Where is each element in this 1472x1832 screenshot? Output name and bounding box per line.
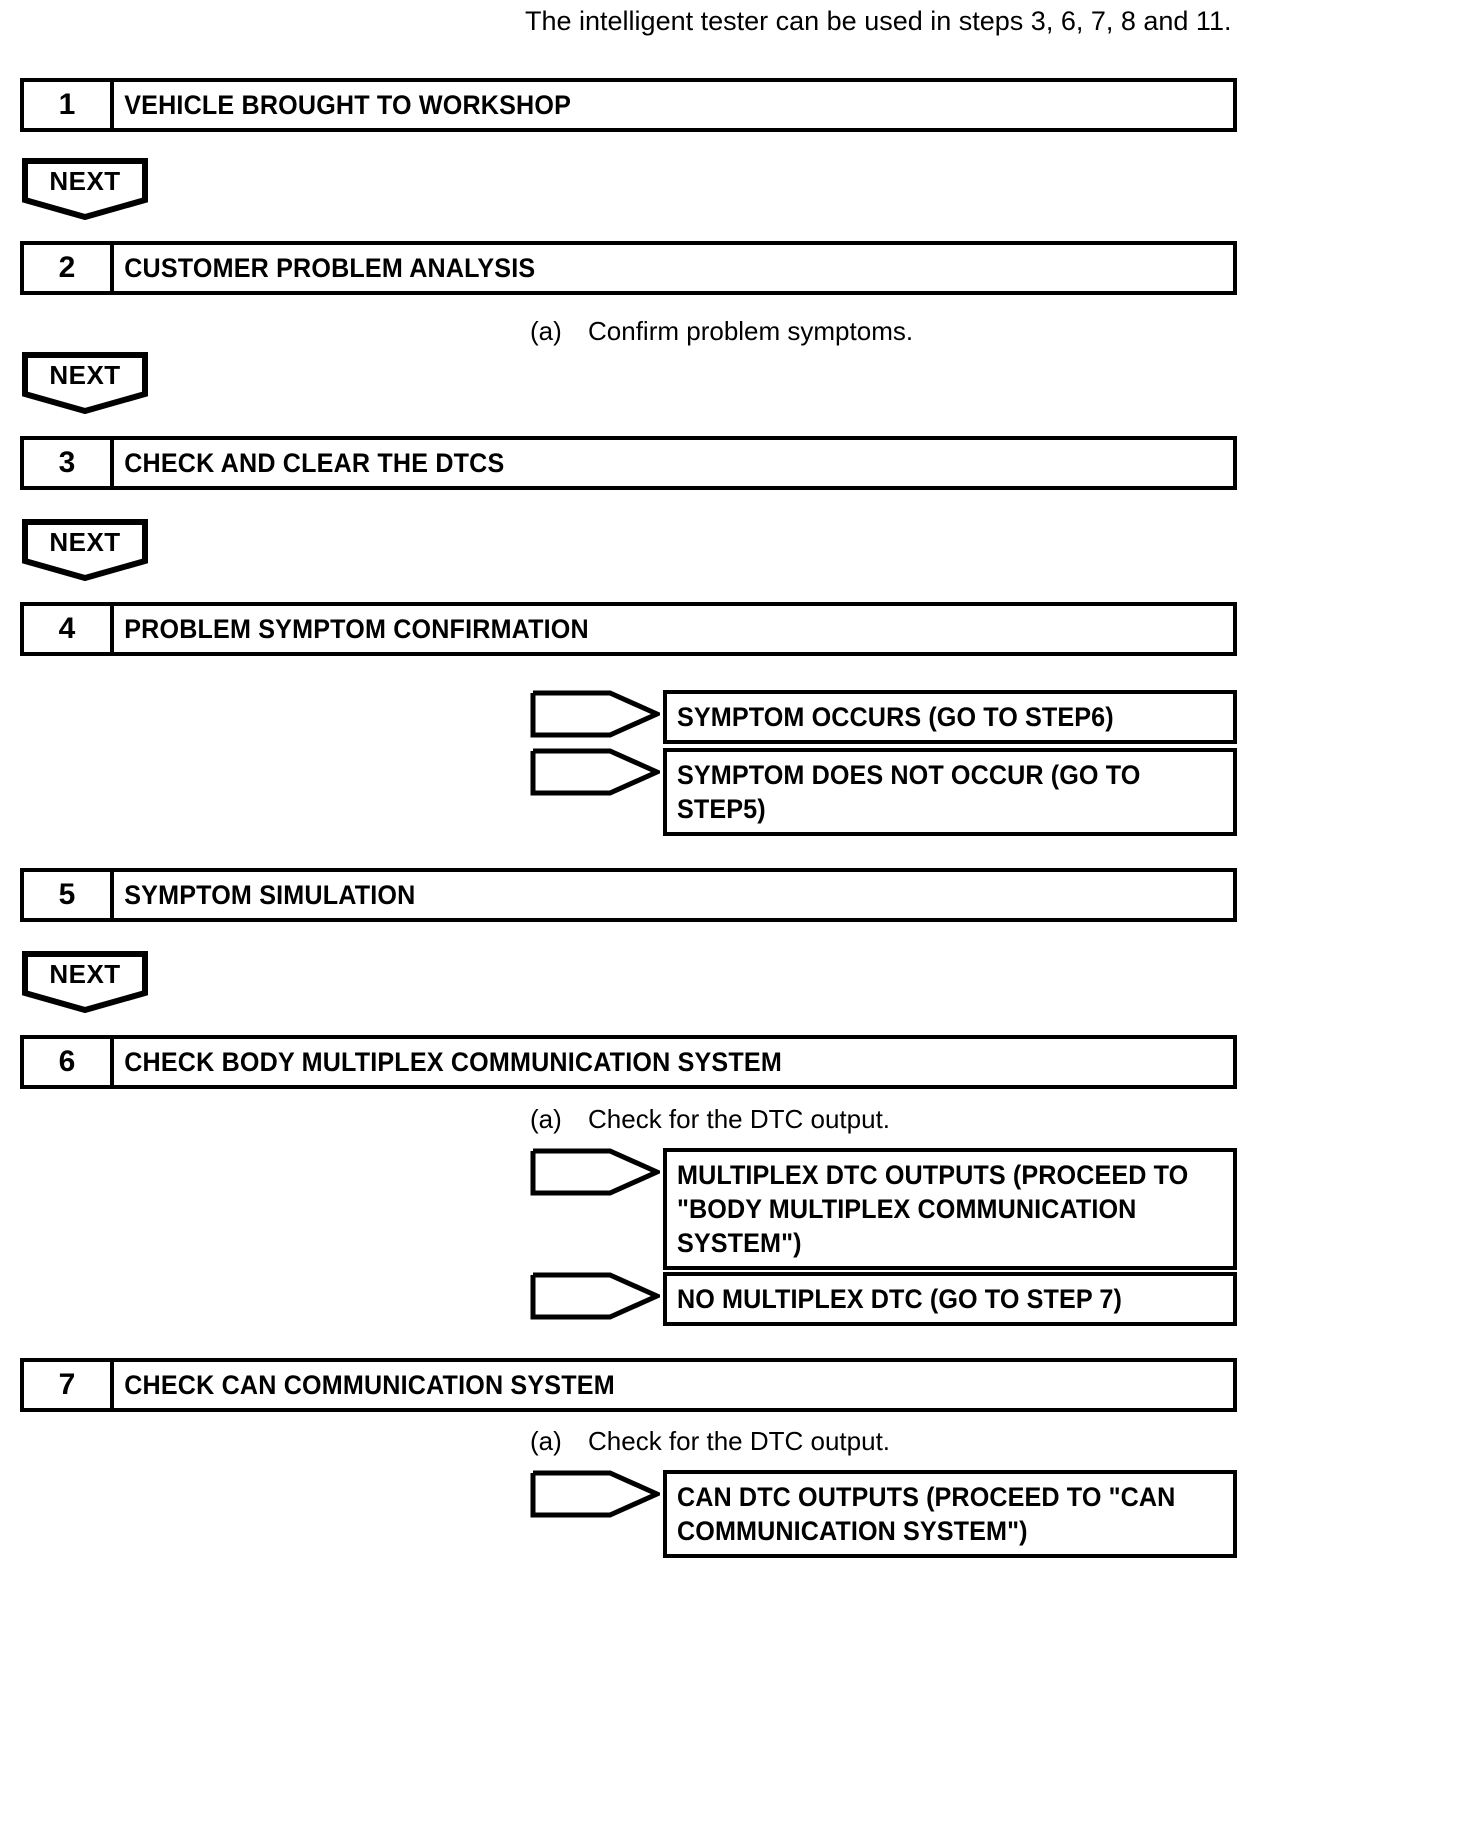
- note-text-step-6: Check for the DTC output.: [588, 1104, 891, 1134]
- step-title-3: CHECK AND CLEAR THE DTCS: [124, 447, 505, 478]
- next-chevron-4: NEXT: [22, 951, 148, 1013]
- step-number-7: 7: [24, 1362, 114, 1408]
- step-row-6: 6 CHECK BODY MULTIPLEX COMMUNICATION SYS…: [20, 1035, 1237, 1089]
- note-marker-step-7: (a): [530, 1426, 562, 1456]
- result-line-2: "BODY MULTIPLEX COMMUNICATION: [677, 1194, 1137, 1224]
- result-box-step6-2: NO MULTIPLEX DTC (GO TO STEP 7): [663, 1272, 1237, 1326]
- result-line-1: MULTIPLEX DTC OUTPUTS (PROCEED TO: [677, 1160, 1189, 1190]
- step-row-7: 7 CHECK CAN COMMUNICATION SYSTEM: [20, 1358, 1237, 1412]
- step-number-5: 5: [24, 872, 114, 918]
- next-chevron-2: NEXT: [22, 352, 148, 414]
- note-step-7: (a) Check for the DTC output.: [530, 1426, 890, 1457]
- note-step-6: (a) Check for the DTC output.: [530, 1104, 890, 1135]
- next-chevron-1: NEXT: [22, 158, 148, 220]
- result-line-1: SYMPTOM DOES NOT OCCUR (GO TO: [677, 760, 1141, 790]
- step-title-1: VEHICLE BROUGHT TO WORKSHOP: [124, 89, 572, 120]
- header-note: The intelligent tester can be used in st…: [525, 6, 1232, 36]
- branch-arrow-icon: [530, 690, 660, 738]
- step-number-3: 3: [24, 440, 114, 486]
- step-row-4: 4 PROBLEM SYMPTOM CONFIRMATION: [20, 602, 1237, 656]
- result-box-step4-2: SYMPTOM DOES NOT OCCUR (GO TO STEP5): [663, 748, 1237, 836]
- next-chevron-3: NEXT: [22, 519, 148, 581]
- step-row-3: 3 CHECK AND CLEAR THE DTCS: [20, 436, 1237, 490]
- step-title-2: CUSTOMER PROBLEM ANALYSIS: [124, 252, 536, 283]
- note-marker-step-6: (a): [530, 1104, 562, 1134]
- branch-arrow-icon: [530, 748, 660, 796]
- result-line-1: SYMPTOM OCCURS (GO TO STEP6): [677, 702, 1114, 732]
- branch-arrow-icon: [530, 1470, 660, 1518]
- result-line-2: STEP5): [677, 794, 766, 824]
- step-row-1: 1 VEHICLE BROUGHT TO WORKSHOP: [20, 78, 1237, 132]
- result-line-3: SYSTEM"): [677, 1228, 802, 1258]
- branch-arrow-icon: [530, 1148, 660, 1196]
- note-marker-step-2: (a): [530, 316, 562, 346]
- branch-arrow-icon: [530, 1272, 660, 1320]
- step-title-6: CHECK BODY MULTIPLEX COMMUNICATION SYSTE…: [124, 1046, 782, 1077]
- result-line-1: NO MULTIPLEX DTC (GO TO STEP 7): [677, 1284, 1122, 1314]
- step-number-4: 4: [24, 606, 114, 652]
- step-number-1: 1: [24, 82, 114, 128]
- note-step-2: (a) Confirm problem symptoms.: [530, 316, 913, 347]
- step-row-5: 5 SYMPTOM SIMULATION: [20, 868, 1237, 922]
- step-number-2: 2: [24, 245, 114, 291]
- step-title-4: PROBLEM SYMPTOM CONFIRMATION: [124, 613, 589, 644]
- step-title-5: SYMPTOM SIMULATION: [124, 879, 416, 910]
- result-box-step4-1: SYMPTOM OCCURS (GO TO STEP6): [663, 690, 1237, 744]
- step-number-6: 6: [24, 1039, 114, 1085]
- step-title-7: CHECK CAN COMMUNICATION SYSTEM: [124, 1369, 615, 1400]
- result-box-step7-1: CAN DTC OUTPUTS (PROCEED TO "CAN COMMUNI…: [663, 1470, 1237, 1558]
- note-text-step-2: Confirm problem symptoms.: [588, 316, 914, 346]
- note-text-step-7: Check for the DTC output.: [588, 1426, 891, 1456]
- step-row-2: 2 CUSTOMER PROBLEM ANALYSIS: [20, 241, 1237, 295]
- result-line-1: CAN DTC OUTPUTS (PROCEED TO "CAN: [677, 1482, 1176, 1512]
- result-box-step6-1: MULTIPLEX DTC OUTPUTS (PROCEED TO "BODY …: [663, 1148, 1237, 1270]
- result-line-2: COMMUNICATION SYSTEM"): [677, 1516, 1028, 1546]
